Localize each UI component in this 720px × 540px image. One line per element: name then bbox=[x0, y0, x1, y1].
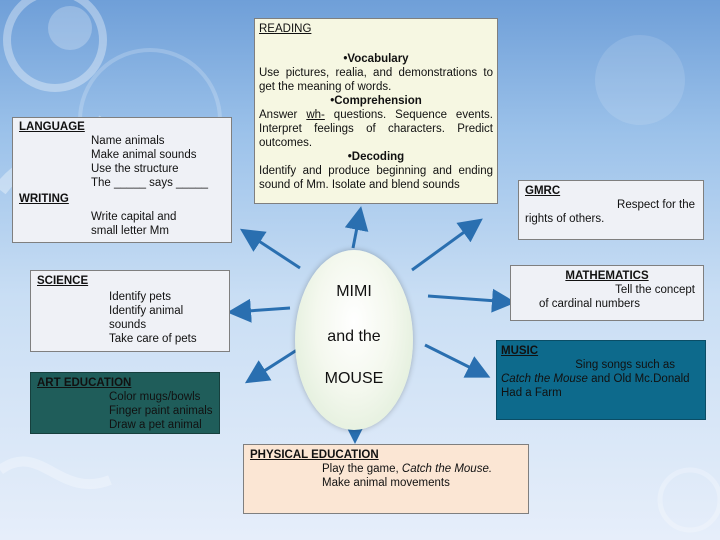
music-box: MUSIC Sing songs such as Catch the Mouse… bbox=[496, 340, 706, 420]
science-line: Identify animal bbox=[109, 305, 184, 317]
music-text: Catch the Mouse and Old Mc.Donald bbox=[501, 373, 690, 385]
music-title: MUSIC bbox=[501, 345, 539, 357]
pe-box: PHYSICAL EDUCATION Play the game, Catch … bbox=[243, 444, 529, 514]
pe-line: Make animal movements bbox=[322, 477, 450, 489]
language-title: LANGUAGE bbox=[19, 121, 85, 133]
arrow-to-reading bbox=[344, 206, 369, 249]
center-oval bbox=[295, 250, 413, 430]
language-box: LANGUAGE Name animals Make animal sounds… bbox=[12, 117, 232, 243]
arrow-to-art bbox=[244, 346, 301, 384]
science-line: Take care of pets bbox=[109, 333, 197, 345]
science-line: Identify pets bbox=[109, 291, 172, 303]
center-title: MIMI and the MOUSE bbox=[295, 281, 413, 390]
art-line: Finger paint animals bbox=[109, 405, 213, 417]
language-line: Name animals bbox=[91, 135, 165, 147]
center-line-1: MIMI bbox=[336, 283, 372, 300]
gmrc-box: GMRC Respect for the rights of others. bbox=[518, 180, 704, 240]
arrow-to-music bbox=[424, 343, 491, 378]
writing-line: Write capital and bbox=[91, 211, 177, 223]
gmrc-text: rights of others. bbox=[525, 213, 605, 225]
gmrc-title: GMRC bbox=[525, 185, 561, 197]
decoding-heading: •Decoding bbox=[347, 151, 405, 163]
arrow-to-mathematics bbox=[427, 288, 516, 313]
vocabulary-heading: •Vocabulary bbox=[343, 53, 409, 65]
art-box: ART EDUCATION Color mugs/bowls Finger pa… bbox=[30, 372, 220, 434]
center-line-3: MOUSE bbox=[324, 370, 384, 387]
reading-box: READING •Vocabulary Use pictures, realia… bbox=[254, 18, 498, 204]
arrow-to-language bbox=[239, 228, 301, 270]
arrow-to-science bbox=[227, 298, 291, 323]
art-title: ART EDUCATION bbox=[37, 377, 132, 389]
science-title: SCIENCE bbox=[37, 275, 89, 287]
science-box: SCIENCE Identify pets Identify animal so… bbox=[30, 270, 230, 352]
reading-title: READING bbox=[259, 23, 312, 35]
writing-title: WRITING bbox=[19, 193, 69, 205]
center-line-2: and the bbox=[327, 328, 381, 345]
art-line: Draw a pet animal bbox=[109, 419, 202, 431]
mathematics-text: of cardinal numbers bbox=[539, 298, 640, 310]
mathematics-title: MATHEMATICS bbox=[565, 270, 649, 282]
language-line: Make animal sounds bbox=[91, 149, 197, 161]
comprehension-heading: •Comprehension bbox=[330, 95, 422, 107]
decoding-text: Identify and produce beginning and endin… bbox=[259, 165, 493, 191]
music-text: Sing songs such as bbox=[575, 359, 675, 371]
pe-line: Play the game, Catch the Mouse. bbox=[322, 463, 493, 475]
vocabulary-text: Use pictures, realia, and demonstrations… bbox=[259, 67, 493, 93]
pe-title: PHYSICAL EDUCATION bbox=[250, 449, 379, 461]
arrow-to-gmrc bbox=[411, 218, 483, 272]
language-line: The _____ says _____ bbox=[91, 177, 209, 189]
gmrc-text: Respect for the bbox=[617, 199, 695, 211]
writing-line: small letter Mm bbox=[91, 225, 169, 237]
art-line: Color mugs/bowls bbox=[109, 391, 201, 403]
language-line: Use the structure bbox=[91, 163, 179, 175]
comprehension-text: Answer wh- questions. Sequence events. I… bbox=[259, 109, 493, 149]
mathematics-text: Tell the concept bbox=[615, 284, 695, 296]
mathematics-box: MATHEMATICS Tell the concept of cardinal… bbox=[510, 265, 704, 321]
science-line: sounds bbox=[109, 319, 147, 331]
music-text: Had a Farm bbox=[501, 387, 562, 399]
